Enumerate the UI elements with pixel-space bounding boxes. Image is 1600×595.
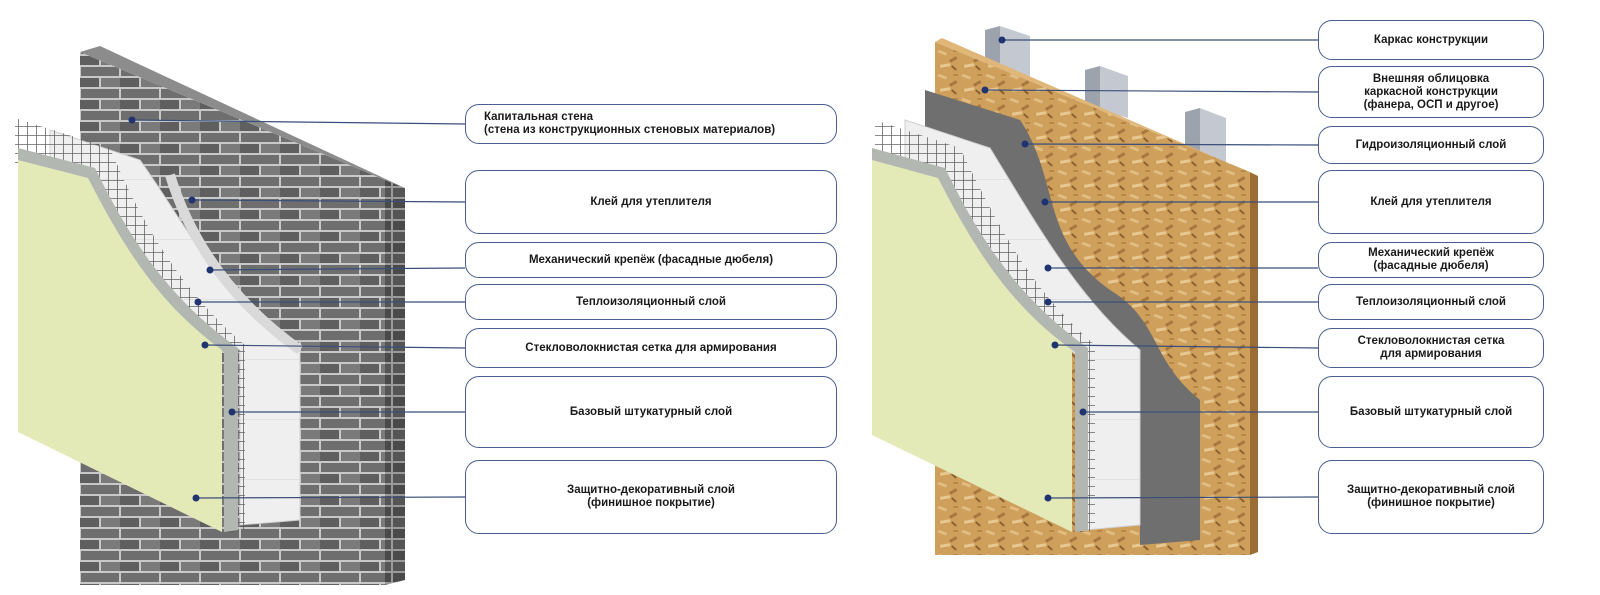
leader-dot-mechanical-fastener-r bbox=[1044, 264, 1052, 272]
leader-dot-insulation-glue bbox=[188, 196, 196, 204]
leader-dot-thermal-insulation bbox=[194, 298, 202, 306]
leader-line-waterproofing-r bbox=[1024, 143, 1319, 146]
frame-structure-label: Каркас конструкции bbox=[1373, 33, 1489, 46]
base-plaster-label: Базовый штукатурный слой bbox=[569, 405, 733, 418]
insulation-glue-label-right: Клей для утеплителя bbox=[1370, 195, 1492, 208]
mechanical-fastener-label-right: Механический крепёж (фасадные дюбеля) bbox=[1368, 247, 1494, 272]
leader-line-fiberglass-mesh bbox=[204, 344, 466, 349]
right-wall-illustration bbox=[872, 26, 1258, 555]
left-callout-capital-wall: Капитальная стена (стена из конструкцион… bbox=[465, 104, 837, 144]
glue-layer bbox=[165, 173, 303, 355]
leader-dot-fiberglass-mesh-r bbox=[1051, 341, 1059, 349]
fiberglass-mesh-label-right: Стекловолокнистая сетка для армирования bbox=[1357, 335, 1505, 360]
leader-dot-mechanical-fastener bbox=[206, 266, 214, 274]
brick-wall-side bbox=[385, 180, 405, 585]
leader-dot-base-plaster-r bbox=[1079, 408, 1087, 416]
mechanical-fastener-label: Механический крепёж (фасадные дюбеля) bbox=[528, 253, 774, 266]
leader-line-fiberglass-mesh-r bbox=[1054, 344, 1319, 349]
right-callout-base-plaster: Базовый штукатурный слой bbox=[1318, 376, 1544, 448]
leader-dot-frame-cladding-r bbox=[981, 86, 989, 94]
left-callout-insulation-glue: Клей для утеплителя bbox=[465, 170, 837, 234]
right-callout-insulation-glue: Клей для утеплителя bbox=[1318, 170, 1544, 234]
frame-cladding-label: Внешняя облицовка каркасной конструкции … bbox=[1363, 72, 1499, 111]
waterproofing-label: Гидроизоляционный слой bbox=[1355, 138, 1507, 151]
thermal-insulation-label: Теплоизоляционный слой bbox=[575, 295, 726, 308]
right-callout-thermal-insulation: Теплоизоляционный слой bbox=[1318, 284, 1544, 320]
leader-line-decorative-layer bbox=[195, 496, 466, 499]
thermal-insulation-label-right: Теплоизоляционный слой bbox=[1355, 295, 1506, 308]
finish-layer bbox=[18, 160, 222, 532]
leader-dot-frame-structure-r bbox=[998, 36, 1006, 44]
right-callout-fiberglass-mesh: Стекловолокнистая сетка для армирования bbox=[1318, 328, 1544, 368]
capital-wall-label: Капитальная стена (стена из конструкцион… bbox=[484, 111, 776, 136]
leader-dot-insulation-glue-r bbox=[1041, 198, 1049, 206]
right-callout-mechanical-fastener: Механический крепёж (фасадные дюбеля) bbox=[1318, 242, 1544, 278]
leader-line-insulation-glue bbox=[191, 199, 466, 203]
left-callout-mechanical-fastener: Механический крепёж (фасадные дюбеля) bbox=[465, 242, 837, 278]
left-callout-fiberglass-mesh: Стекловолокнистая сетка для армирования bbox=[465, 328, 837, 368]
decorative-layer-label: Защитно-декоративный слой (финишное покр… bbox=[567, 484, 735, 509]
right-callout-waterproofing: Гидроизоляционный слой bbox=[1318, 126, 1544, 164]
right-callout-decorative-layer: Защитно-декоративный слой (финишное покр… bbox=[1318, 460, 1544, 534]
brick-wall-top bbox=[80, 46, 405, 188]
leader-line-capital-wall bbox=[131, 119, 466, 125]
osb-board-top bbox=[935, 38, 1258, 176]
left-callout-thermal-insulation: Теплоизоляционный слой bbox=[465, 284, 837, 320]
leader-line-mechanical-fastener bbox=[209, 267, 466, 271]
right-callout-frame-structure: Каркас конструкции bbox=[1318, 20, 1544, 60]
leader-dot-capital-wall bbox=[128, 116, 136, 124]
leader-dot-base-plaster bbox=[228, 408, 236, 416]
left-callout-decorative-layer: Защитно-декоративный слой (финишное покр… bbox=[465, 460, 837, 534]
insulation-glue-label: Клей для утеплителя bbox=[590, 195, 712, 208]
leader-dot-decorative-layer bbox=[192, 494, 200, 502]
left-callout-base-plaster: Базовый штукатурный слой bbox=[465, 376, 837, 448]
decorative-layer-label-right: Защитно-декоративный слой (финишное покр… bbox=[1347, 484, 1515, 509]
finish-layer-right bbox=[872, 160, 1072, 532]
leader-line-decorative-layer-r bbox=[1047, 496, 1319, 499]
fiberglass-mesh-label: Стекловолокнистая сетка для армирования bbox=[525, 341, 777, 354]
leader-line-frame-cladding-r bbox=[984, 89, 1319, 93]
leader-dot-fiberglass-mesh bbox=[201, 341, 209, 349]
leader-dot-decorative-layer-r bbox=[1044, 494, 1052, 502]
leader-lines bbox=[128, 36, 1319, 502]
leader-dot-thermal-insulation-r bbox=[1044, 298, 1052, 306]
leader-dot-waterproofing-r bbox=[1021, 140, 1029, 148]
base-plaster-label-right: Базовый штукатурный слой bbox=[1349, 405, 1513, 418]
right-callout-frame-cladding: Внешняя облицовка каркасной конструкции … bbox=[1318, 66, 1544, 118]
left-wall-illustration bbox=[15, 46, 405, 585]
